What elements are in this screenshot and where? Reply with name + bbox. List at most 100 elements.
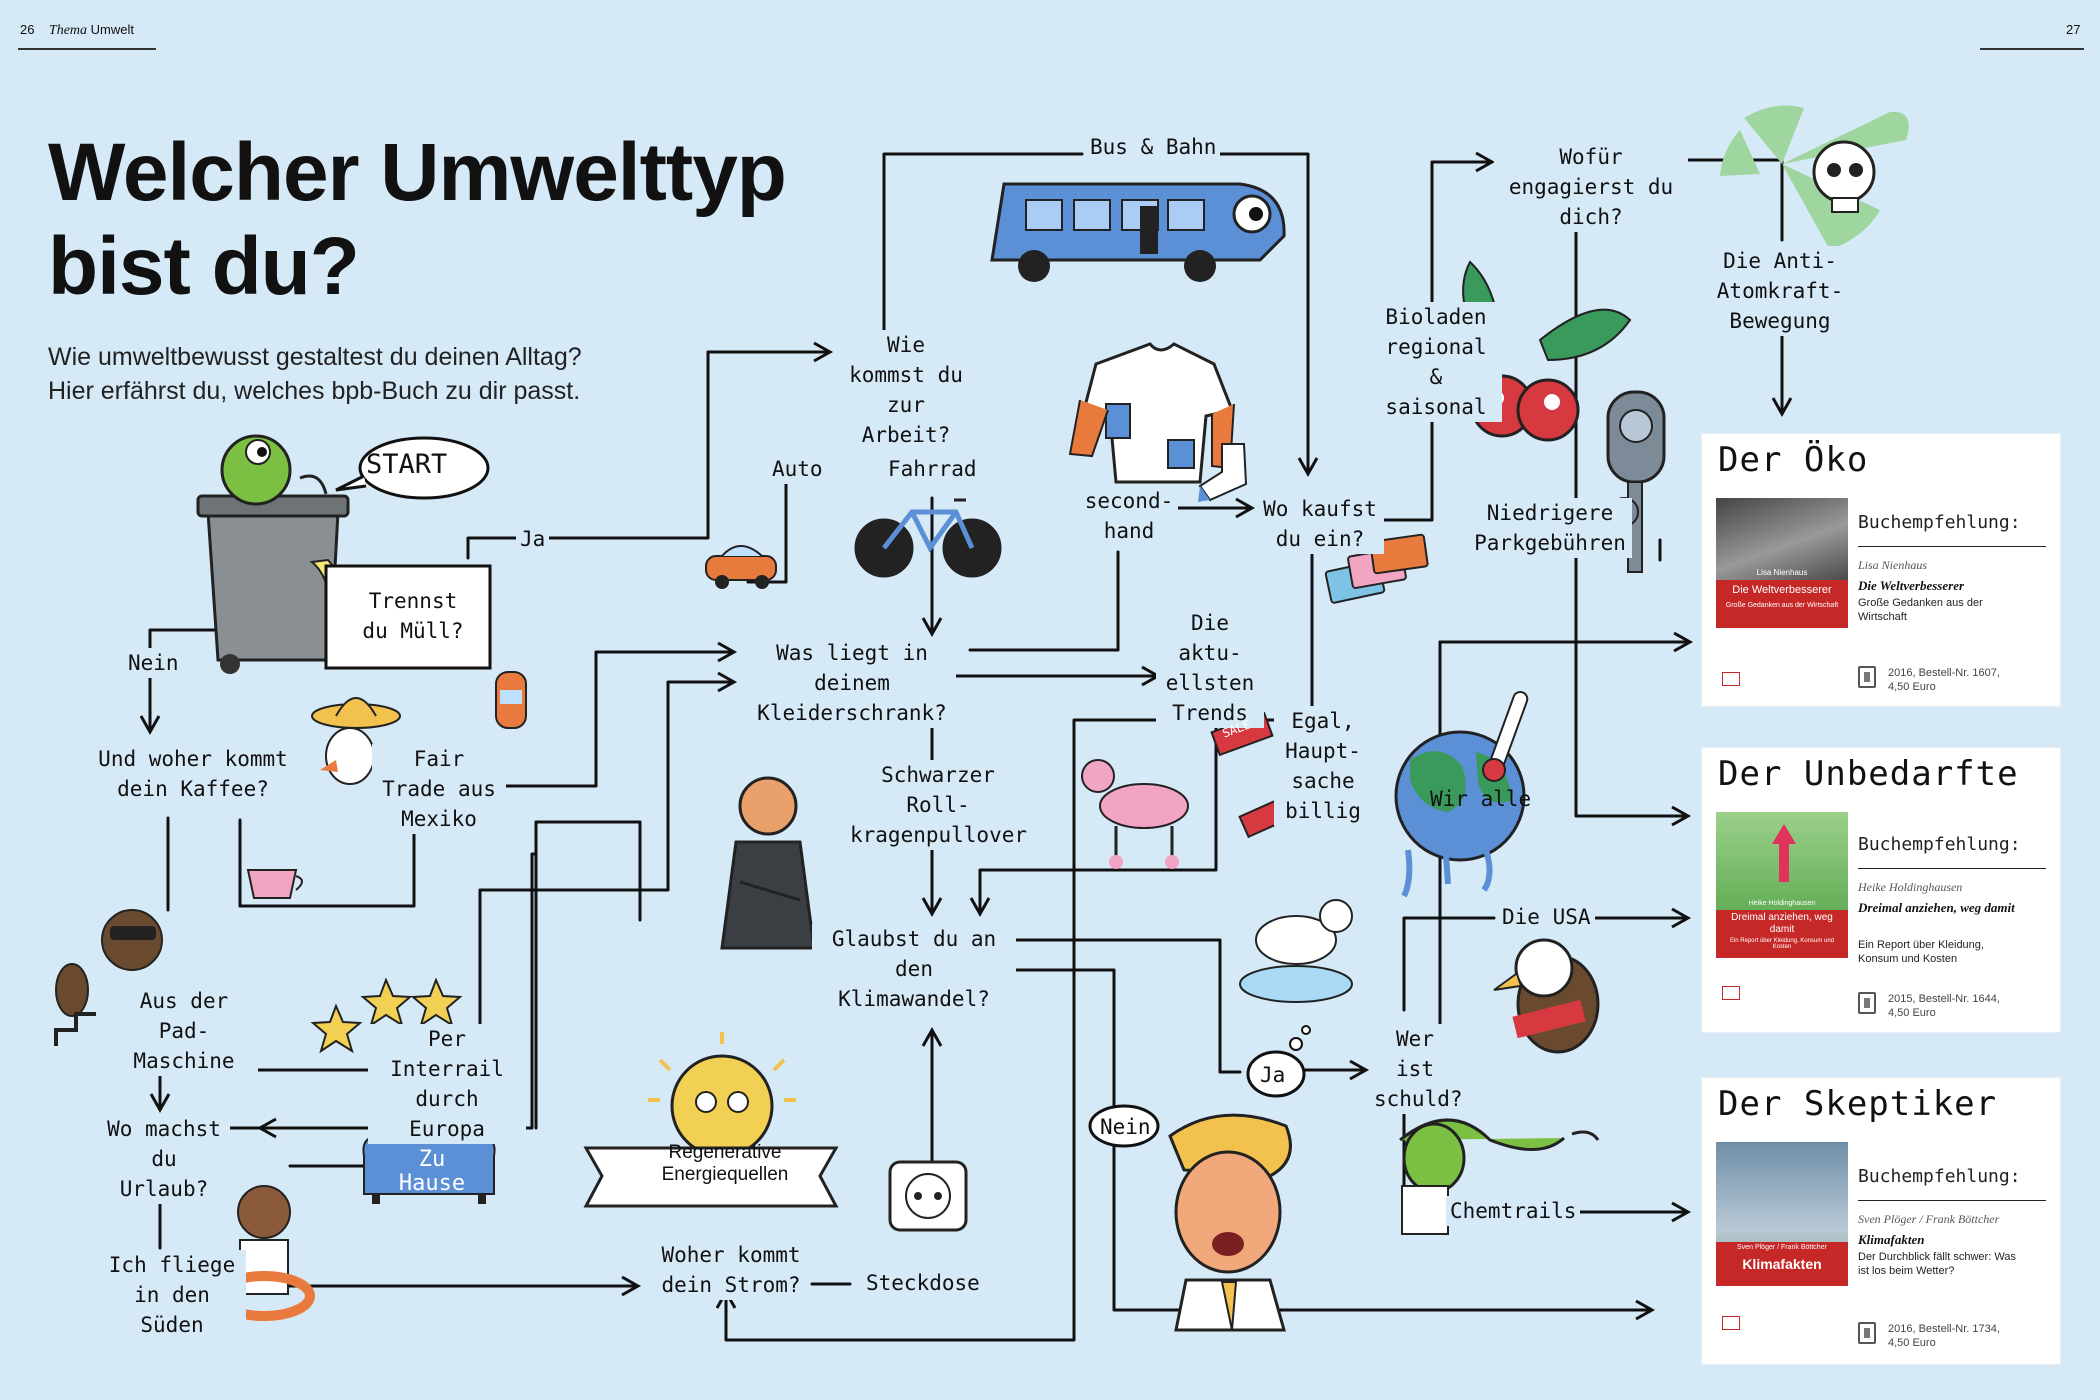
- book-subtitle: Große Gedanken aus der Wirtschaft: [1858, 597, 1983, 623]
- sueden-answer: Ich fliege in den Süden: [98, 1250, 246, 1340]
- nein-speech-bubble: [1088, 1104, 1160, 1148]
- result-card-unbedarfte: Der Unbedarfte Heike Holdinghausen Dreim…: [1702, 748, 2060, 1032]
- buchempfehlung-label: Buchempfehlung:: [1858, 1166, 2021, 1187]
- book-author: Sven Plöger / Frank Böttcher: [1858, 1212, 2000, 1226]
- steckdose-answer: Steckdose: [862, 1268, 984, 1298]
- book-title: Die Weltverbesserer: [1858, 578, 1965, 593]
- strom-question: Woher kommt dein Strom?: [652, 1240, 810, 1300]
- book-cover: Die Weltverbesserer Große Gedanken aus d…: [1716, 498, 1848, 694]
- coffee-bean-illustration: [55, 909, 163, 1017]
- energie-banner: [583, 1146, 839, 1208]
- stars-illustration: [310, 977, 463, 1054]
- result-title: Der Skeptiker: [1718, 1084, 1998, 1124]
- polar-bear-illustration: [1239, 899, 1353, 1003]
- engagierst-question: Wofür engagierst du dich?: [1494, 142, 1688, 232]
- page-header-left: 26 Thema Umwelt: [20, 22, 134, 39]
- answer-ja-1: Ja: [516, 524, 550, 554]
- book-title: Klimafakten: [1858, 1232, 1925, 1247]
- book-meta-line1: 2015, Bestell-Nr. 1644,: [1888, 993, 2000, 1005]
- cover-title: Die Weltverbesserer: [1732, 584, 1832, 596]
- schuld-question: Wer ist schuld?: [1370, 1024, 1463, 1114]
- tshirt-illustration: [1068, 342, 1235, 484]
- car-illustration: [705, 545, 777, 589]
- chemtrails-answer: Chemtrails: [1446, 1196, 1581, 1226]
- intro-line-1: Wie umweltbewusst gestaltest du deinen A…: [48, 343, 582, 371]
- lizard-illustration: [1399, 1118, 1600, 1235]
- urlaub-question: Wo machst du Urlaub?: [98, 1114, 230, 1204]
- book-order-icon: [1858, 992, 1876, 1014]
- cover-title: Dreimal anziehen, weg damit: [1731, 912, 1833, 935]
- ja-thought-bubble: [1246, 1050, 1306, 1098]
- wokaufst-question: Wo kaufst du ein?: [1256, 494, 1384, 554]
- usa-answer: Die USA: [1498, 902, 1595, 932]
- book-cover: Heike Holdinghausen Dreimal anziehen, we…: [1716, 812, 1848, 1008]
- cover-author: Lisa Nienhaus: [1756, 568, 1808, 577]
- kleider-question: Was liegt in deinem Kleiderschrank?: [748, 638, 956, 728]
- car-orange-illustration: [495, 671, 527, 729]
- intro-line-2: Hier erfährst du, welches bpb-Buch zu di…: [48, 377, 581, 405]
- buchempfehlung-label: Buchempfehlung:: [1858, 512, 2021, 533]
- answer-nein-2: Nein: [1100, 1115, 1151, 1139]
- book-title: Dreimal anziehen, weg damit: [1858, 900, 2015, 915]
- answer-nein-1: Nein: [124, 648, 183, 678]
- arrow-nein-to-kaffee: [139, 628, 226, 736]
- section-label-italic: Thema: [48, 23, 88, 38]
- bicycle-illustration: [854, 498, 1002, 578]
- trends-answer: Die aktu-ellsten Trends: [1156, 608, 1264, 728]
- poodle-illustration: [1081, 759, 1189, 869]
- bioladen-answer: Bioladen regional & saisonal: [1370, 302, 1502, 422]
- book-meta: 2016, Bestell-Nr. 1734, 4,50 Euro: [1888, 1322, 2000, 1350]
- answer-ja-2: Ja: [1260, 1063, 1286, 1087]
- sun-illustration: [648, 1032, 796, 1158]
- cover-author: Sven Plöger / Frank Böttcher: [1737, 1244, 1827, 1251]
- zuhause-answer: Zu Hause: [398, 1147, 466, 1196]
- book-subtitle: Der Durchblick fällt schwer: Was ist los…: [1858, 1251, 2016, 1277]
- book-cover: Sven Plöger / Frank Böttcher Klimafakten: [1716, 1142, 1848, 1338]
- parkgebuehren-answer: Niedrigere Parkgebühren: [1468, 498, 1632, 558]
- turtleneck-person-illustration: [720, 776, 816, 950]
- intro-text: Wie umweltbewusst gestaltest du deinen A…: [48, 340, 648, 408]
- start-speech-bubble: [335, 436, 490, 500]
- cover-subtitle: Große Gedanken aus der Wirtschaft: [1725, 602, 1839, 609]
- interrail-answer: Per Interrail durch Europa: [368, 1024, 526, 1144]
- sock-illustration: [1198, 443, 1248, 502]
- busbahn-answer: Bus & Bahn: [1086, 132, 1221, 162]
- book-meta: 2015, Bestell-Nr. 1644, 4,50 Euro: [1888, 992, 2000, 1020]
- auto-answer: Auto: [768, 454, 827, 484]
- section-label: Umwelt: [90, 22, 135, 37]
- book-meta: 2016, Bestell-Nr. 1607, 4,50 Euro: [1888, 666, 2000, 694]
- secondhand-answer: second-hand: [1080, 486, 1178, 546]
- buchempfehlung-label: Buchempfehlung:: [1858, 834, 2021, 855]
- book-meta-line2: 4,50 Euro: [1888, 1007, 1936, 1019]
- cover-title: Klimafakten: [1742, 1256, 1822, 1272]
- angry-man-illustration: [1168, 1113, 1292, 1332]
- arrow-ja-to-arbeit: [466, 341, 834, 560]
- eagle-illustration: [1493, 938, 1600, 1054]
- fahrrad-answer: Fahrrad: [884, 454, 981, 484]
- radiation-skull-illustration: [1720, 105, 1909, 250]
- power-socket-icon: [888, 1160, 968, 1232]
- book-order-icon: [1858, 1322, 1876, 1344]
- egal-answer: Egal, Haupt-sache billig: [1274, 706, 1372, 826]
- start-label: START: [366, 449, 448, 480]
- divider: [1858, 1200, 2046, 1201]
- fairtrade-answer: Fair Trade aus Mexiko: [372, 744, 506, 834]
- result-card-oeko: Der Öko Die Weltverbesserer Große Gedank…: [1702, 434, 2060, 706]
- cover-subtitle: Ein Report über Kleidung, Konsum und Kos…: [1729, 938, 1835, 950]
- result-title: Der Öko: [1718, 440, 1869, 480]
- coffee-cup-icon: [246, 869, 303, 899]
- header-rule-right: [1980, 48, 2084, 50]
- page-number-left: 26: [20, 22, 35, 37]
- book-order-icon: [1858, 666, 1876, 688]
- kaffee-question: Und woher kommt dein Kaffee?: [84, 744, 302, 804]
- header-rule-left: [18, 48, 156, 50]
- result-card-skeptiker: Der Skeptiker Sven Plöger / Frank Böttch…: [1702, 1078, 2060, 1364]
- book-meta-line2: 4,50 Euro: [1888, 681, 1936, 693]
- book-author: Lisa Nienhaus: [1858, 558, 1928, 572]
- page-title: Welcher Umwelttyp bist du?: [48, 127, 787, 312]
- trennst-question: Trennst du Müll?: [354, 586, 472, 646]
- duck-illustration: [311, 697, 401, 785]
- bus-illustration: [990, 182, 1286, 282]
- book-author: Heike Holdinghausen: [1858, 880, 1963, 894]
